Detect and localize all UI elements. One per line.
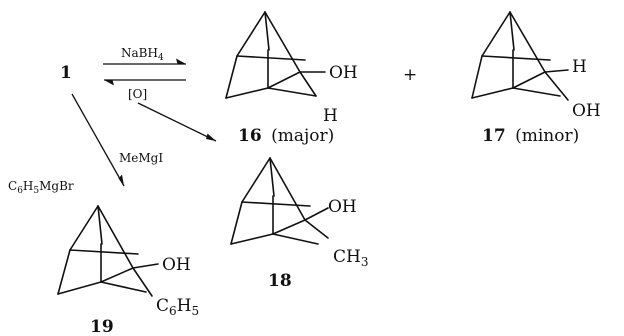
compound-17-caption: 17 (minor) — [482, 126, 579, 146]
compound-18-ch3-label: CH3 — [333, 247, 368, 269]
reagent-memgi-label: MeMgI — [119, 151, 163, 165]
compound-19-c-text: C — [156, 296, 169, 316]
compound-19-sub5: 5 — [191, 304, 199, 318]
compound-17-id: 17 — [482, 126, 506, 146]
plus-sign: + — [403, 65, 417, 85]
reagent-c6h5mgbr-c: C — [8, 179, 17, 193]
compound-18-id: 18 — [268, 271, 292, 291]
reagent-oxidation-label: [O] — [128, 87, 147, 101]
compound-18-structure — [230, 157, 329, 245]
compound-19-id: 19 — [90, 317, 114, 336]
compound-18-ch-text: CH — [333, 247, 361, 267]
compound-18-oh-label: OH — [328, 197, 357, 217]
compound-19-c6h5-label: C6H5 — [156, 296, 199, 318]
compound-16-tag: (major) — [271, 126, 334, 146]
compound-17-h-label: H — [572, 57, 587, 77]
reagent-c6h5mgbr-sub5: 5 — [33, 186, 39, 196]
compound-17-structure — [471, 11, 569, 101]
reagent-nabh4-text: NaBH — [121, 46, 158, 60]
compound-1-label: 1 — [60, 63, 72, 83]
compound-19-h-text: H — [177, 296, 192, 316]
methyl-grignard-arrow — [137, 102, 217, 142]
compound-18-ch3-subscript: 3 — [361, 255, 369, 269]
compound-19-structure — [57, 205, 159, 297]
reagent-c6h5mgbr-label: C6H5MgBr — [8, 179, 74, 196]
compound-16-caption: 16 (major) — [238, 126, 334, 146]
reagent-c6h5mgbr-h: H — [23, 179, 33, 193]
compound-17-oh-label: OH — [572, 101, 601, 121]
reagent-nabh4-label: NaBH4 — [121, 46, 164, 63]
compound-16-oh-label: OH — [329, 63, 358, 83]
compound-17-tag: (minor) — [515, 126, 579, 146]
reagent-nabh4-subscript: 4 — [158, 53, 164, 63]
reagent-c6h5mgbr-mgbr: MgBr — [39, 179, 74, 193]
phenyl-grignard-arrow — [71, 93, 125, 187]
compound-19-oh-label: OH — [162, 255, 191, 275]
compound-16-id: 16 — [238, 126, 262, 146]
compound-16-structure — [225, 11, 326, 99]
compound-16-h-label: H — [323, 106, 338, 126]
equilibrium-arrows — [103, 58, 186, 86]
reagent-c6h5mgbr-sub6: 6 — [17, 186, 23, 196]
compound-19-sub6: 6 — [169, 304, 177, 318]
